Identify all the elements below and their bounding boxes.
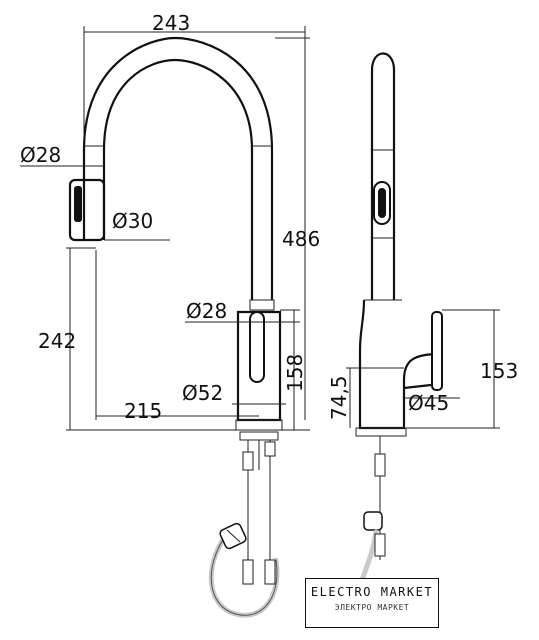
side-dimension-lines xyxy=(346,309,500,429)
label-height-total: 486 xyxy=(282,227,320,251)
side-pipe-end xyxy=(374,533,386,557)
lever-handle xyxy=(249,311,265,383)
side-lever xyxy=(431,311,443,391)
hose-weight-detail xyxy=(226,529,241,543)
faucet-base xyxy=(235,419,283,431)
fitting-right xyxy=(264,441,276,457)
pipe-end-left xyxy=(242,559,254,585)
label-lever-diameter: Ø45 xyxy=(408,391,449,415)
pull-out-head xyxy=(68,178,106,242)
label-body-height: 158 xyxy=(283,354,307,392)
label-spout-diameter: Ø30 xyxy=(112,209,153,233)
logo-subtitle: ЭЛЕКТРО МАРКЕТ xyxy=(334,603,410,612)
spout-inner xyxy=(102,58,254,300)
side-spout xyxy=(370,52,396,300)
side-spray-button-inner xyxy=(378,188,386,218)
front-dimension-lines xyxy=(20,26,310,431)
side-view xyxy=(353,52,443,603)
body-collar xyxy=(249,299,275,311)
mounting-nut xyxy=(239,431,279,441)
electro-market-logo: ELECTRO MARKET ЭЛЕКТРО МАРКЕТ xyxy=(305,578,439,628)
label-hose-diameter: Ø28 xyxy=(20,143,61,167)
pipe-end-right xyxy=(264,559,276,585)
label-spout-height: 242 xyxy=(38,329,76,353)
label-width-total: 243 xyxy=(152,11,190,35)
hose-outline xyxy=(210,529,278,616)
fitting-left xyxy=(242,451,254,471)
side-base xyxy=(355,427,407,437)
label-reach: 215 xyxy=(124,399,162,423)
front-view xyxy=(68,36,283,618)
label-side-height: 153 xyxy=(480,359,518,383)
logo-title: ELECTRO MARKET xyxy=(310,585,434,599)
label-base-diameter: Ø52 xyxy=(182,381,223,405)
side-hose-weight xyxy=(363,511,383,531)
side-fitting xyxy=(374,453,386,477)
label-lever-height: 74,5 xyxy=(327,375,351,420)
spray-button xyxy=(74,186,82,222)
side-body xyxy=(358,299,442,430)
label-body-diameter: Ø28 xyxy=(186,299,227,323)
spout-outer xyxy=(82,36,274,300)
